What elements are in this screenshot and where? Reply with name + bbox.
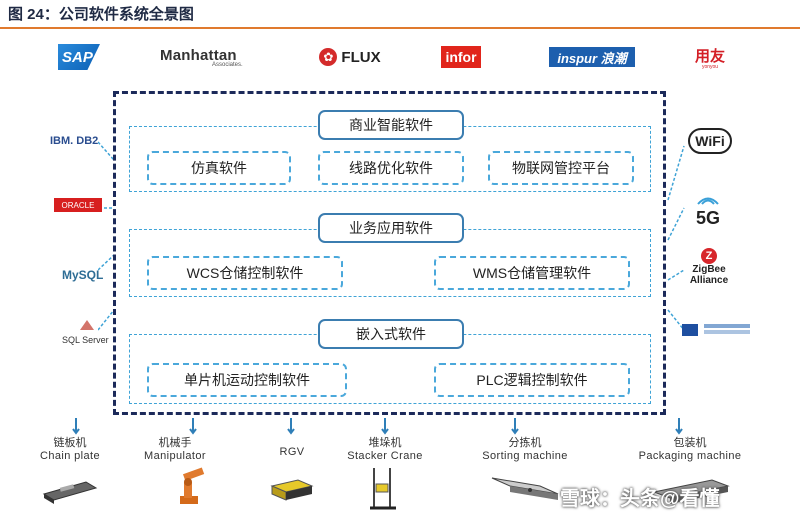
flux-logo: ✿ FLUX <box>315 44 385 70</box>
equipment-stacker-crane: 堆垛机 Stacker Crane <box>325 437 445 463</box>
title-rule <box>0 27 800 29</box>
fiveg-block: 5G <box>688 192 728 229</box>
software-architecture-frame <box>113 91 666 415</box>
flux-mark-icon: ✿ <box>319 48 338 66</box>
protocol-logo-icon <box>704 322 750 336</box>
zigbee-icon: Z <box>701 248 717 264</box>
zigbee-logo: ZigBee <box>692 264 726 275</box>
box-simulation: 仿真软件 <box>147 151 291 185</box>
sap-logo-text: SAP <box>62 48 93 66</box>
inspur-logo: inspur 浪潮 <box>549 47 635 67</box>
zigbee-block: Z ZigBee Alliance <box>684 248 734 286</box>
ibm-db2-logo: IBM. DB2 <box>50 135 99 147</box>
sqlserver-logo: SQL Server <box>62 335 109 345</box>
mysql-logo: MySQL <box>62 268 104 282</box>
wifi-logo: WiFi <box>688 128 732 154</box>
rgv-icon <box>270 479 314 501</box>
box-iot-platform: 物联网管控平台 <box>488 151 634 185</box>
left-connector <box>98 141 115 331</box>
equipment-sorting-machine: 分拣机 Sorting machine <box>460 437 590 463</box>
sap-logo: SAP <box>58 44 100 70</box>
equipment-en-label: Stacker Crane <box>347 450 423 462</box>
equipment-cn-label: 堆垛机 <box>368 437 402 449</box>
flag-icon <box>682 324 698 336</box>
equipment-en-label: Chain plate <box>39 450 101 462</box>
yonyou-logo: 用友 yonyou <box>690 44 730 70</box>
yonyou-logo-text: 用友 <box>694 47 725 65</box>
box-route-optimization: 线路优化软件 <box>318 151 464 185</box>
manhattan-logo: Manhattan Associates. <box>160 44 260 70</box>
figure-title: 图 24：公司软件系统全景图 <box>8 6 194 23</box>
sorting-machine-icon <box>491 477 559 500</box>
oracle-logo: ORACLE <box>54 198 102 212</box>
box-mcu-motion: 单片机运动控制软件 <box>147 363 347 397</box>
flux-logo-text: FLUX <box>341 48 381 66</box>
equipment-manipulator: 机械手 Manipulator <box>115 437 235 463</box>
equipment-en-label: Sorting machine <box>482 450 568 462</box>
equipment-cn-label: 分拣机 <box>508 437 542 449</box>
yonyou-logo-sub: yonyou <box>701 63 719 70</box>
packaging-machine-icon <box>652 479 730 504</box>
robot-arm-icon <box>180 467 205 504</box>
box-wms: WMS仓储管理软件 <box>434 256 630 290</box>
equipment-cn-label: 包装机 <box>673 437 707 449</box>
manhattan-logo-sub: Associates. <box>212 61 243 68</box>
equipment-cn-label: 链板机 <box>53 437 87 449</box>
bottom-connectors <box>72 418 683 435</box>
watermark: 雪球：头条@看懂 <box>560 488 720 510</box>
equipment-packaging-machine: 包装机 Packaging machine <box>620 437 760 463</box>
equipment-rgv: RGV <box>232 446 352 459</box>
equipment-chain-plate: 链板机 Chain plate <box>10 437 130 463</box>
layer-embedded-title: 嵌入式软件 <box>318 319 464 349</box>
right-connector <box>667 145 685 331</box>
equipment-cn-label: 机械手 <box>158 437 192 449</box>
box-wcs: WCS仓储控制软件 <box>147 256 343 290</box>
sqlserver-icon <box>78 318 96 332</box>
infor-logo: infor <box>441 46 481 68</box>
fiveg-logo: 5G <box>695 208 720 228</box>
manhattan-logo-text: Manhattan <box>160 46 237 64</box>
equipment-en-label: Manipulator <box>144 450 206 462</box>
layer-app-title: 业务应用软件 <box>318 213 464 243</box>
chain-plate-icon <box>42 481 98 504</box>
zigbee-sub: Alliance <box>689 275 729 286</box>
signal-icon <box>697 197 719 205</box>
stacker-crane-icon <box>370 468 396 510</box>
equipment-en-label: Packaging machine <box>638 450 742 462</box>
box-plc-logic: PLC逻辑控制软件 <box>434 363 630 397</box>
layer-bi-title: 商业智能软件 <box>318 110 464 140</box>
equipment-en-label: RGV <box>279 446 305 458</box>
